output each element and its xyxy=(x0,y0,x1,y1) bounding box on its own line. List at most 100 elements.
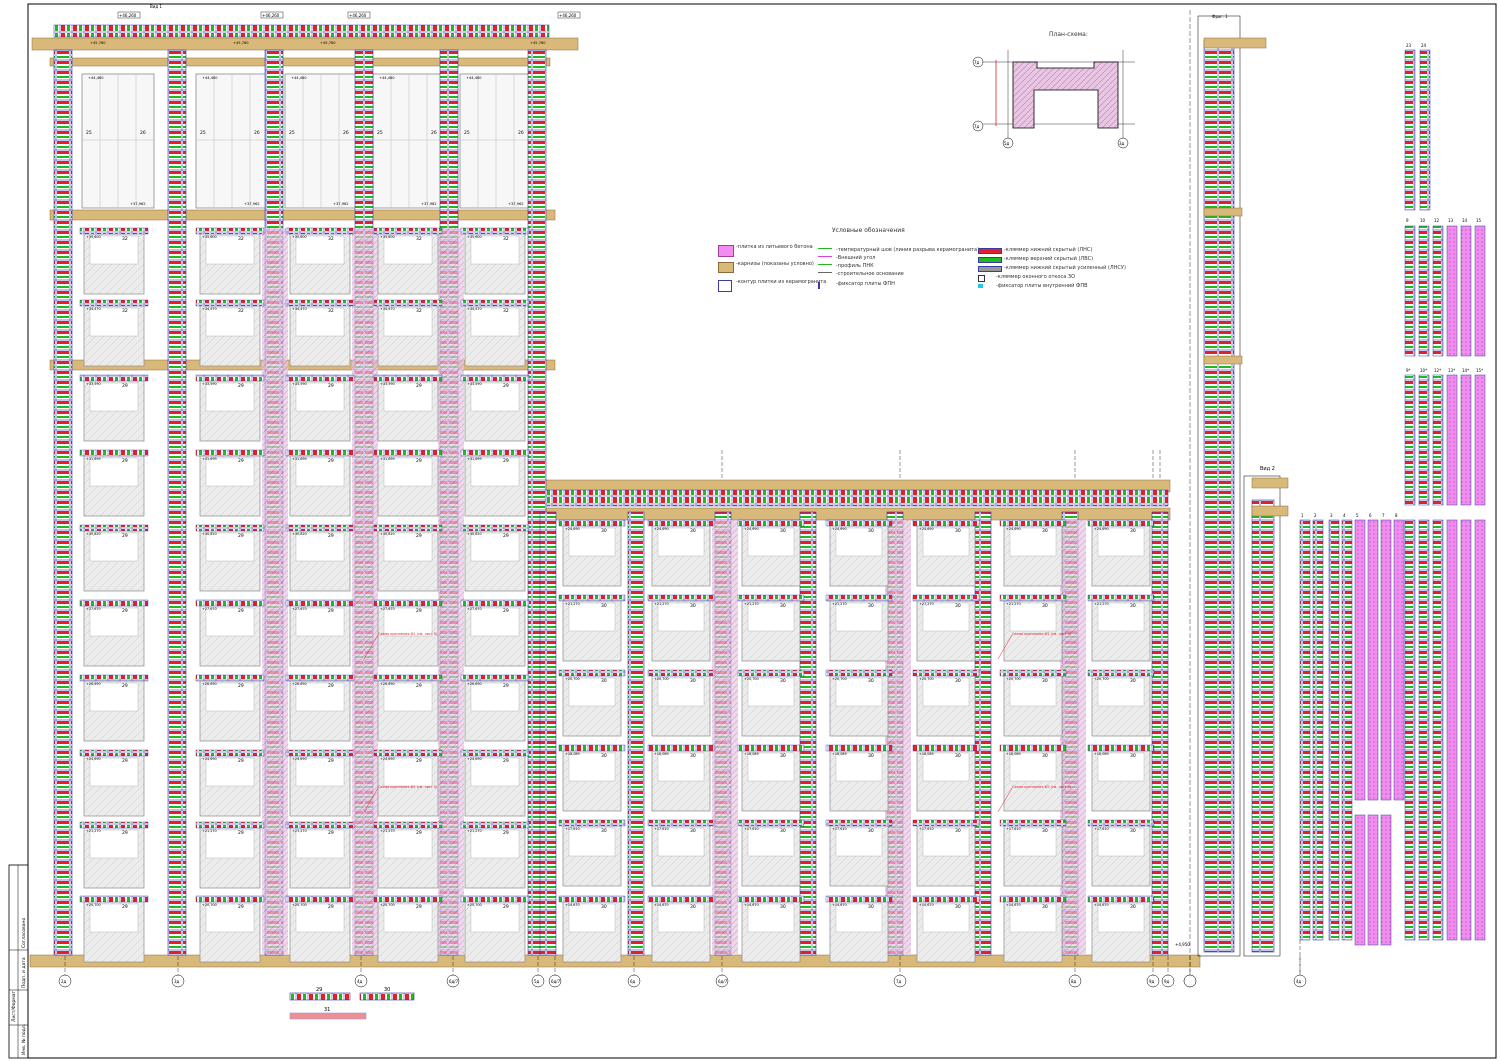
window-pane xyxy=(470,235,520,265)
strip-number: 15 xyxy=(1476,218,1482,223)
window-pane xyxy=(89,757,139,787)
level-label: +21,270 xyxy=(832,602,847,606)
panel-number: 29 xyxy=(328,533,334,539)
window-pane xyxy=(568,602,616,632)
cornice xyxy=(1251,477,1289,489)
clamp-row xyxy=(999,519,1067,527)
panel-number: 29 xyxy=(503,683,509,689)
panel-number: 32 xyxy=(416,308,422,314)
window-pane xyxy=(383,235,433,265)
panel-number: 29 xyxy=(503,383,509,389)
legend-swatch xyxy=(818,256,832,257)
panel-number: 30 xyxy=(690,528,696,534)
strip-number: 7 xyxy=(1382,513,1385,518)
axis-label: 3д xyxy=(174,979,180,984)
level-label: +17,610 xyxy=(1006,827,1021,831)
window-pane xyxy=(295,457,345,487)
level-label: +33,590 xyxy=(467,382,482,386)
clamp-row xyxy=(285,227,355,235)
panel-number: 30 xyxy=(955,753,961,759)
legend-label: -кляммер нижний скрытый усиленный (ЛНСУ) xyxy=(1004,265,1126,271)
clamp-row xyxy=(1087,669,1155,677)
window-pane xyxy=(568,527,616,557)
panel-number: 32 xyxy=(503,236,509,242)
clamp-row xyxy=(460,895,530,903)
level-label: +33,590 xyxy=(380,382,395,386)
clamp-panel-strip xyxy=(1432,374,1444,506)
panel-number: 30 xyxy=(780,528,786,534)
level-label: +24,690 xyxy=(565,527,580,531)
concrete-pier xyxy=(712,520,738,954)
window-pane xyxy=(922,903,970,933)
stamp-inv: Инв. № подл. xyxy=(21,1024,27,1055)
window-pane xyxy=(470,903,520,933)
callout-leader xyxy=(997,787,1013,813)
axis-bubble xyxy=(1183,974,1197,988)
strip-number: 8 xyxy=(1395,513,1398,518)
cornice xyxy=(1203,207,1243,217)
panel-number: 30 xyxy=(868,603,874,609)
clamp-row xyxy=(373,599,443,607)
level-label: +31,699 xyxy=(292,457,307,461)
title-stamp: Согласовано Подп. и дата Инв. № подл. Ли… xyxy=(8,864,29,1059)
level-label: +37,962 xyxy=(508,202,524,206)
panel-number: 26 xyxy=(254,130,260,136)
level-label: +21,270 xyxy=(86,829,101,833)
panel-number: 32 xyxy=(328,236,334,242)
section-frame xyxy=(1243,475,1281,957)
level-label: +45,760 xyxy=(90,41,106,45)
panel-number: 29 xyxy=(503,758,509,764)
clamp-row xyxy=(79,821,149,829)
clamp-row xyxy=(373,524,443,532)
panel-number: 30 xyxy=(780,678,786,684)
clamp-row xyxy=(737,594,805,602)
clamp-row xyxy=(912,895,980,903)
level-label: +26,690 xyxy=(380,682,395,686)
cornice xyxy=(31,37,579,51)
axis-bubble xyxy=(531,974,545,988)
clamp-row xyxy=(912,819,980,827)
sample-30: 30 xyxy=(384,987,390,993)
level-label: +34,470 xyxy=(292,307,307,311)
level-label: +35,600 xyxy=(380,235,395,239)
clamp-row xyxy=(558,895,626,903)
clamp-row xyxy=(195,449,265,457)
level-marker xyxy=(117,11,141,19)
panel-number: 32 xyxy=(238,308,244,314)
window-pane xyxy=(205,532,255,562)
clamp-row xyxy=(79,749,149,757)
window-pane xyxy=(205,457,255,487)
level-label: +46,260 xyxy=(349,13,367,18)
legend-swatch xyxy=(978,275,985,282)
panel-number: 29 xyxy=(238,533,244,539)
clamp-row xyxy=(285,821,355,829)
level-label: +24,690 xyxy=(744,527,759,531)
level-label: +18,089 xyxy=(919,752,934,756)
panel-number: 29 xyxy=(238,904,244,910)
window-pane xyxy=(470,682,520,712)
level-label: +37,962 xyxy=(130,202,146,206)
sample-29: 29 xyxy=(316,987,322,993)
level-label: +31,699 xyxy=(202,457,217,461)
concrete-panel-strip xyxy=(1446,225,1458,357)
panel-number: 29 xyxy=(122,458,128,464)
callout-leader xyxy=(997,634,1013,660)
window-pane xyxy=(568,677,616,707)
window-pane xyxy=(922,527,970,557)
strip-number: 6 xyxy=(1369,513,1372,518)
axis-label: 9д xyxy=(1164,979,1170,984)
level-label: +33,590 xyxy=(292,382,307,386)
legend-swatch xyxy=(978,257,1002,263)
clamp-row xyxy=(285,895,355,903)
level-label: +30,820 xyxy=(380,532,395,536)
panel-number: 29 xyxy=(416,533,422,539)
level-label: +33,590 xyxy=(86,382,101,386)
window-pane xyxy=(747,677,795,707)
level-label: +18,089 xyxy=(744,752,759,756)
cornice xyxy=(1203,37,1267,49)
panel-number: 30 xyxy=(601,753,607,759)
concrete-panel-strip xyxy=(1474,374,1486,506)
level-label: +34,470 xyxy=(467,307,482,311)
clamp-row xyxy=(195,749,265,757)
axis-bubble xyxy=(354,974,368,988)
